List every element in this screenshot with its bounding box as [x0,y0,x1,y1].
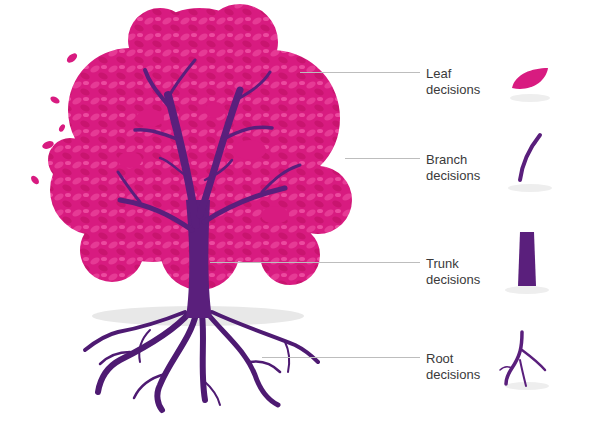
root-label: Root decisions [426,351,492,383]
branch-label: Branch decisions [426,152,492,184]
trunk-label: Trunk decisions [426,256,492,288]
leaf-label: Leaf decisions [426,66,492,98]
